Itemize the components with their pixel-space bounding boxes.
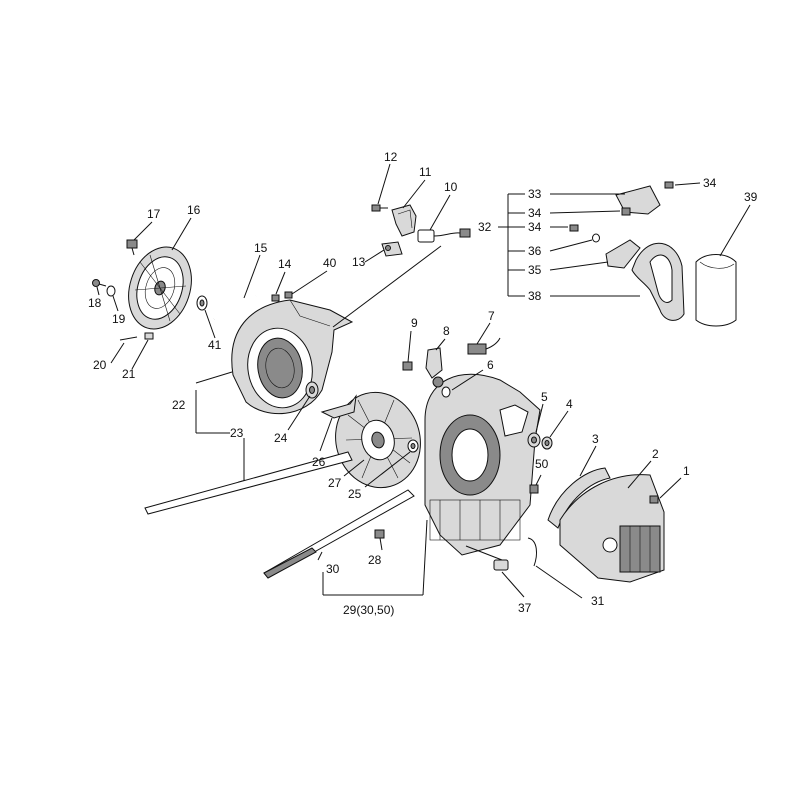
- callout-33: 33: [528, 187, 542, 201]
- callout-50: 50: [535, 457, 549, 471]
- washer-6: [441, 386, 451, 398]
- screw-18: [92, 279, 107, 287]
- callout-11: 11: [419, 165, 432, 179]
- screw-34-mid: [621, 207, 631, 216]
- stud-50: [529, 484, 539, 494]
- callout-10: 10: [444, 180, 458, 194]
- callout-36: 36: [528, 244, 542, 258]
- ring-41: [196, 295, 208, 311]
- callout-37: 37: [518, 601, 532, 615]
- key-26: [320, 394, 357, 419]
- callout-20: 20: [93, 358, 107, 372]
- callout-31: 31: [591, 594, 605, 608]
- leader-lines: [96, 163, 751, 599]
- callout-13: 13: [352, 255, 366, 269]
- callout-23: 23: [230, 426, 244, 440]
- callout-40: 40: [323, 256, 337, 270]
- washer-25: [407, 439, 419, 453]
- callout-39: 39: [744, 190, 758, 204]
- callout-17: 17: [147, 207, 161, 221]
- callout-34-c: 34: [528, 220, 542, 234]
- callout-28: 28: [368, 553, 382, 567]
- callout-35: 35: [528, 263, 542, 277]
- grip-39: [695, 254, 737, 327]
- hose-15: [213, 295, 257, 320]
- grommet-7: [467, 337, 501, 355]
- callout-30: 30: [326, 562, 340, 576]
- callout-3: 3: [592, 432, 599, 446]
- wire-31: [527, 537, 537, 567]
- screw-34-low: [569, 224, 579, 232]
- callout-24: 24: [274, 431, 288, 445]
- screw-14: [271, 294, 280, 302]
- callout-26: 26: [312, 455, 326, 469]
- callout-labels: 1 2 3 4 5 6 7 8 9 10 11 12 13 14 15 16 1…: [88, 150, 758, 617]
- collar-24: [305, 381, 319, 399]
- callout-18: 18: [88, 296, 102, 310]
- recoil-starter: [128, 246, 192, 330]
- ignition-coil-11: [391, 204, 417, 237]
- callout-41: 41: [208, 338, 222, 352]
- fan-cover: [231, 299, 354, 415]
- callout-2: 2: [652, 447, 659, 461]
- callout-34-a: 34: [703, 176, 717, 190]
- fan-impeller: [335, 391, 421, 489]
- callout-5: 5: [541, 390, 548, 404]
- callout-4: 4: [566, 397, 573, 411]
- screw-28: [374, 529, 385, 539]
- callout-27: 27: [328, 476, 342, 490]
- tube-23: [144, 451, 353, 515]
- fan-case: [424, 373, 541, 556]
- terminal-13: [381, 241, 403, 257]
- spark-plug-cap-10: [417, 228, 471, 243]
- fuel-fitting-8: [425, 347, 444, 388]
- callout-7: 7: [488, 309, 495, 323]
- tube-30: [263, 489, 415, 579]
- damper-37: [493, 559, 509, 571]
- callout-19: 19: [112, 312, 126, 326]
- handle-38: [631, 242, 685, 321]
- callout-9: 9: [411, 316, 418, 330]
- muffler-2: [559, 474, 665, 583]
- callout-15: 15: [254, 241, 268, 255]
- callout-25: 25: [348, 487, 362, 501]
- callout-16: 16: [187, 203, 201, 217]
- screw-12: [371, 204, 388, 212]
- callout-6: 6: [487, 358, 494, 372]
- nut-5: [527, 432, 541, 448]
- screw-9: [402, 361, 413, 371]
- callout-1: 1: [683, 464, 690, 478]
- callout-12: 12: [384, 150, 398, 164]
- callout-32: 32: [478, 220, 492, 234]
- callout-21: 21: [122, 367, 136, 381]
- callout-38: 38: [528, 289, 542, 303]
- pin-20: [119, 336, 138, 341]
- screw-1: [649, 495, 659, 504]
- nut-4: [541, 436, 553, 450]
- screw-34-top: [664, 181, 674, 189]
- callout-14: 14: [278, 257, 292, 271]
- callout-8: 8: [443, 324, 450, 338]
- callout-22: 22: [172, 398, 186, 412]
- bracket-35: [605, 239, 641, 269]
- washer-36: [592, 233, 600, 243]
- callout-29: 29(30,50): [343, 603, 394, 617]
- pawl-21: [144, 332, 154, 340]
- screw-17: [126, 239, 138, 256]
- callout-34-b: 34: [528, 206, 542, 220]
- washer-19: [106, 285, 116, 297]
- screw-40: [284, 291, 293, 299]
